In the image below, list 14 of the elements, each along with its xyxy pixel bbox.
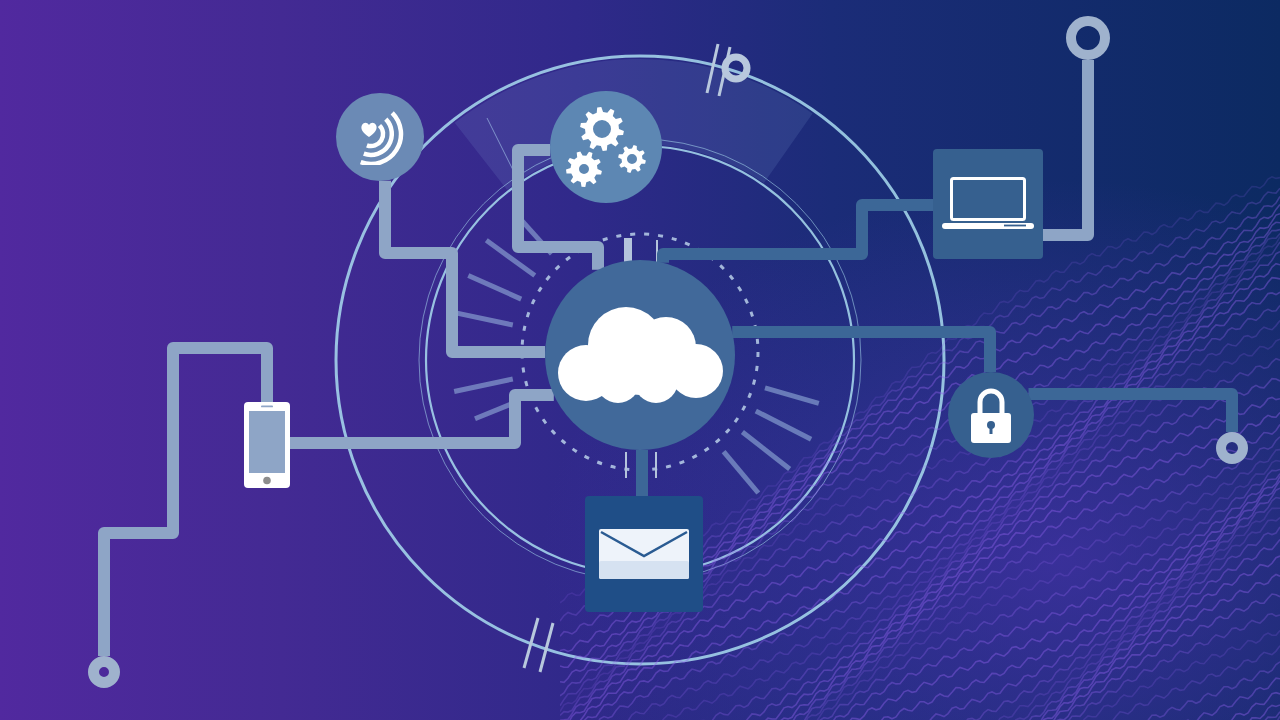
circuit-line xyxy=(290,389,554,449)
circuit-line xyxy=(657,199,933,263)
smartphone-icon xyxy=(244,402,290,488)
ring-icon xyxy=(88,656,120,688)
ring-icon xyxy=(1066,16,1110,60)
circuit-line xyxy=(512,144,604,270)
circuit-line xyxy=(732,326,996,372)
circuit-line xyxy=(636,450,648,496)
ring-icon xyxy=(1216,432,1248,464)
icon-tile xyxy=(933,149,1043,259)
circuit-line xyxy=(1028,388,1238,432)
icon-disc xyxy=(948,372,1034,458)
circuit-line xyxy=(98,342,273,656)
icon-tile xyxy=(585,496,703,612)
